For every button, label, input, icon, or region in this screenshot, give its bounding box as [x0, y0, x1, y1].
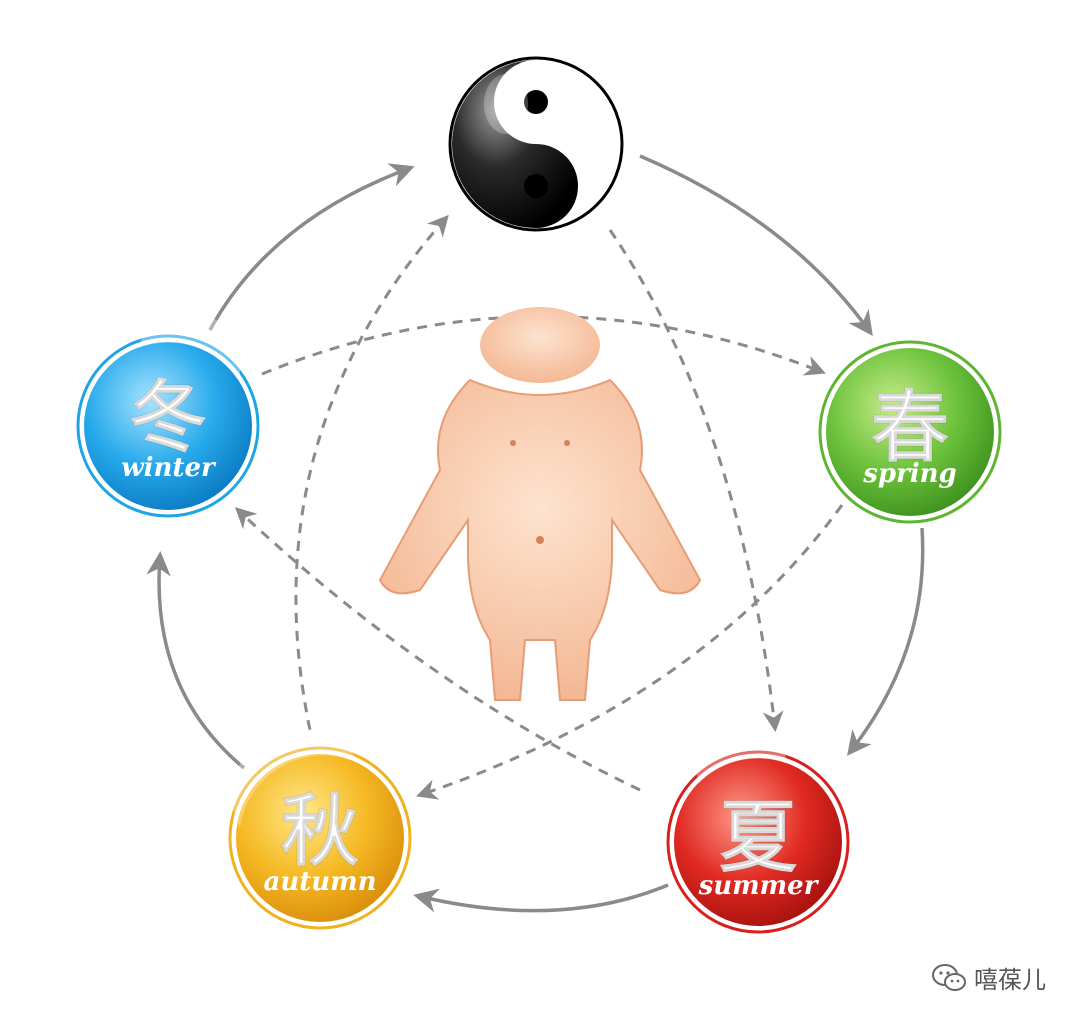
dashed-arrow-winter-to-spring [261, 315, 826, 376]
season-word-winter: winter [121, 453, 217, 483]
arrow-yinyang-to-spring [639, 154, 873, 336]
season-char-spring: 春 [871, 383, 949, 473]
watermark: 嘻葆儿 [932, 960, 1046, 995]
yin-yang-icon [448, 56, 624, 232]
child-figure-icon [378, 307, 702, 701]
watermark-text: 嘻葆儿 [974, 966, 1046, 994]
season-word-spring: spring [862, 459, 956, 489]
arrow-spring-to-summer [846, 527, 925, 756]
season-char-winter: 冬 [129, 373, 207, 463]
season-node-winter: 冬 winter [76, 311, 260, 518]
season-node-spring: 春 spring [818, 340, 1002, 524]
outer-cycle-arrows [146, 154, 925, 913]
arrow-autumn-to-winter [146, 551, 246, 770]
inner-control-arrows [234, 214, 844, 800]
dashed-arrow-autumn-to-yinyang [294, 214, 449, 731]
season-char-autumn: 秋 [281, 787, 359, 877]
arrow-summer-to-autumn [413, 883, 669, 913]
season-word-autumn: autumn [263, 867, 376, 897]
dashed-arrow-spring-to-autumn [416, 504, 844, 800]
season-node-summer: 夏 summer [666, 727, 850, 934]
arrow-winter-to-yinyang [208, 163, 415, 331]
wechat-icon [932, 963, 966, 991]
season-char-summer: 夏 [719, 793, 798, 883]
dashed-arrow-summer-to-winter [234, 507, 641, 792]
season-word-summer: summer [698, 871, 820, 901]
season-node-autumn: 秋 autumn [228, 728, 412, 930]
